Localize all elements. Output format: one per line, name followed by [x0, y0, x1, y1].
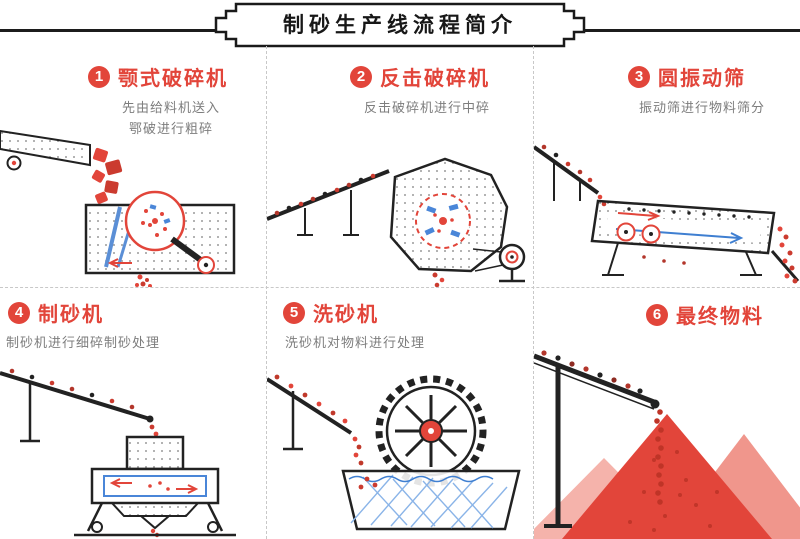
- step-number-badge: 1: [88, 65, 110, 88]
- step-4-description: 制砂机进行细碎制砂处理: [6, 332, 160, 353]
- step-number-badge: 6: [646, 303, 668, 326]
- step-5-header: 5 洗砂机: [283, 298, 379, 327]
- banner-ribbon: [214, 2, 586, 48]
- sand-washer-illustration: [267, 374, 521, 531]
- crushed-output: [135, 274, 152, 287]
- flywheel: [124, 190, 186, 252]
- description-line: 制砂机进行细碎制砂处理: [6, 335, 161, 350]
- step-1-description: 先由给料机送入 鄂破进行粗碎: [108, 97, 234, 139]
- crusher-housing: [389, 157, 509, 273]
- step-5-description: 洗砂机对物料进行处理: [285, 332, 425, 353]
- step-3-header: 3 圆振动筛: [628, 62, 746, 91]
- step-title: 洗砂机: [313, 304, 379, 326]
- infeed-conveyor: [0, 368, 159, 443]
- wash-tank: [341, 469, 521, 531]
- feeder-chute: [0, 129, 91, 171]
- step-number-badge: 5: [283, 301, 305, 324]
- description-line: 振动筛进行物料筛分: [638, 100, 765, 115]
- step-title: 颚式破碎机: [118, 68, 228, 90]
- step-2-header: 2 反击破碎机: [350, 62, 490, 91]
- crusher-body: [90, 435, 220, 538]
- step-title: 圆振动筛: [658, 68, 746, 90]
- step-2-description: 反击破碎机进行中碎: [352, 97, 502, 118]
- description-line: 先由给料机送入: [121, 100, 220, 115]
- step-title: 最终物料: [676, 306, 764, 328]
- step-1-header: 1 颚式破碎机: [88, 62, 228, 91]
- description-line: 反击破碎机进行中碎: [363, 100, 490, 115]
- infeed-conveyor: [267, 374, 364, 466]
- divider-horizontal: [0, 287, 800, 288]
- crushed-output: [432, 272, 445, 287]
- infeed-conveyor: [267, 169, 390, 236]
- wash-wheel: [375, 375, 487, 487]
- step-title: 反击破碎机: [380, 68, 490, 90]
- material-piles: [534, 414, 800, 539]
- toggle-arm: [170, 236, 215, 274]
- divider-vertical-2: [533, 46, 534, 539]
- step-3-description: 振动筛进行物料筛分: [622, 97, 782, 118]
- step-number-badge: 4: [8, 301, 30, 324]
- impact-crusher-illustration: [267, 157, 526, 287]
- step-number-badge: 3: [628, 65, 650, 88]
- sand-maker-illustration: [0, 368, 236, 538]
- discharge-conveyor: [534, 350, 660, 528]
- page-title: 制砂生产线流程简介: [283, 14, 517, 37]
- description-line: 洗砂机对物料进行处理: [285, 335, 426, 350]
- falling-material-stream: [654, 409, 664, 505]
- divider-vertical-1: [266, 46, 267, 539]
- vibrating-screen-illustration: [534, 144, 800, 284]
- step-title: 制砂机: [38, 304, 104, 326]
- final-material-illustration: [534, 350, 800, 539]
- jaw-crusher-illustration: [0, 129, 236, 287]
- step-6-header: 6 最终物料: [646, 300, 764, 329]
- description-line: 鄂破进行粗碎: [128, 121, 213, 136]
- infeed-conveyor: [534, 144, 607, 207]
- support-stand: [74, 502, 236, 537]
- step-4-header: 4 制砂机: [8, 298, 104, 327]
- discharge-chute: [770, 226, 800, 284]
- screen-deck: [590, 199, 776, 276]
- feed-rocks: [91, 147, 123, 204]
- step-number-badge: 2: [350, 65, 372, 88]
- drive-pulley: [472, 243, 526, 283]
